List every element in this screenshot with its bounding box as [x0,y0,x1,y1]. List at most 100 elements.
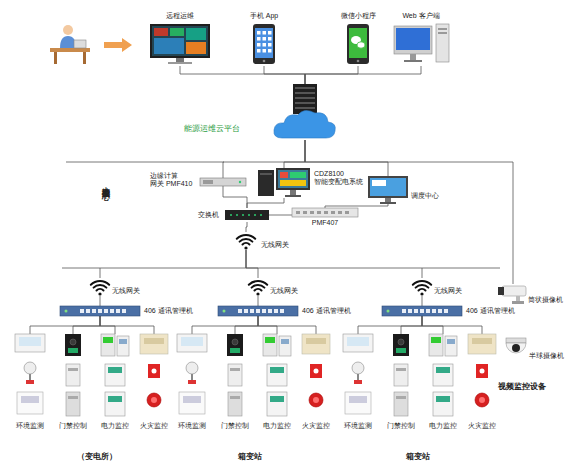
node-label: 无线网关 [261,241,289,249]
door-icon [54,334,92,432]
node-label: 能源运维云平台 [184,124,240,134]
rack-icon [292,208,358,217]
dev410-icon [200,178,246,186]
connector-line [422,316,443,334]
power-monitor: 电力监控 [94,334,136,432]
phone-app: 手机 App [246,12,282,66]
node-label: 无线网关 [270,287,298,295]
dispatch-center: 调度中心 [368,176,408,204]
dev406-icon [382,306,462,316]
bus-line [62,268,100,269]
connector-line [246,250,422,278]
pmf407-device: PMF407 [292,208,358,217]
power-monitor: 电力监控 [422,334,464,432]
wifi-icon [90,278,110,296]
node-label: 远程运维 [146,12,214,20]
node-label: 无线网关 [112,287,140,295]
node-label: 406 通讯管理机 [144,307,193,315]
door-icon [216,334,254,432]
wireless-gateway: 无线网关 [236,232,256,250]
node-label: 406 通讯管理机 [302,307,351,315]
laptop [74,40,86,48]
node-label: 筒状摄像机 [528,296,563,304]
connector-line [192,316,258,334]
wifi-icon [248,278,268,296]
fire-monitor: 火灾监控 [300,334,332,432]
screen-icon [146,12,214,66]
dev406-icon [218,306,298,316]
wechat-mini-program: 微信小程序 [336,12,380,66]
phone-icon [246,12,282,66]
comm-manager: 406 通讯管理机 [382,306,462,316]
connector-line [422,296,423,306]
connector-line [358,316,422,334]
flow-arrow [104,38,132,52]
dome-camera: 半球摄像机 [504,338,528,360]
power-icon [94,334,136,432]
connector-line [422,316,482,334]
connector-line [325,204,388,208]
env-icon [170,334,214,432]
env-icon [336,334,380,432]
node-label: 环境监测 [4,422,56,430]
station-label: （变电所） [57,452,137,462]
connector-line [305,66,358,84]
section-label: 本地监控中心 [100,180,110,186]
connector-line [258,316,316,334]
node-label: 电力监控 [90,422,140,430]
bullet-camera: 筒状摄像机 [498,284,528,304]
fire-icon [300,334,332,432]
connector-line [180,66,305,84]
node-label: Web 客户端 [388,12,454,20]
wireless-gateway: 无线网关 [248,278,268,296]
node-label: 调度中心 [411,192,439,200]
remote-ops-screen: 远程运维 [146,12,214,66]
bus-line [422,268,500,269]
connector-line [269,215,292,216]
connector-line [100,250,246,278]
station-label: 箱变站 [210,452,290,462]
node-label: 交换机 [198,211,219,219]
node-label: 406 通讯管理机 [466,307,515,315]
node-label: 手机 App [238,12,290,20]
node-label: 火灾监控 [462,422,502,430]
cdz-icon [258,168,310,198]
comm-manager: 406 通讯管理机 [218,306,298,316]
connector-line [284,140,305,168]
wireless-gateway: 无线网关 [90,278,110,296]
dev406-icon [60,306,140,316]
power-system-pc: CDZ8100 智能变配电系统 [258,168,310,198]
wechat-icon [336,12,380,66]
comm-manager: 406 通讯管理机 [60,306,140,316]
node-label: PMF407 [292,219,358,227]
pc-icon [392,12,450,66]
env-icon [8,334,52,432]
node-label: 电力监控 [252,422,302,430]
node-label: 电力监控 [418,422,468,430]
connector-line [100,316,115,334]
bus-line [66,162,224,163]
connector-line [100,316,154,334]
connector-line [100,296,101,306]
node-label: 边缘计算 网关 PMF410 [150,172,194,188]
connector-line [305,66,421,84]
group-label: 视频监控设备 [498,382,546,392]
wireless-gateway: 无线网关 [412,278,432,296]
connector-line [401,316,422,334]
fire-monitor: 火灾监控 [466,334,498,432]
person-head [63,25,73,35]
web-client: Web 客户端 [392,12,450,66]
connector-line [258,316,277,334]
fire-icon [466,334,498,432]
power-icon [422,334,464,432]
connector-line [30,316,100,334]
desk-leg [83,52,86,64]
connector-line [235,316,258,334]
desk [50,48,90,52]
environment-monitor: 环境监测 [170,334,214,432]
operator-illustration [50,25,90,64]
fire-monitor: 火灾监控 [138,334,170,432]
cloud-platform: 能源运维云平台 [272,84,338,140]
node-label: 环境监测 [166,422,218,430]
